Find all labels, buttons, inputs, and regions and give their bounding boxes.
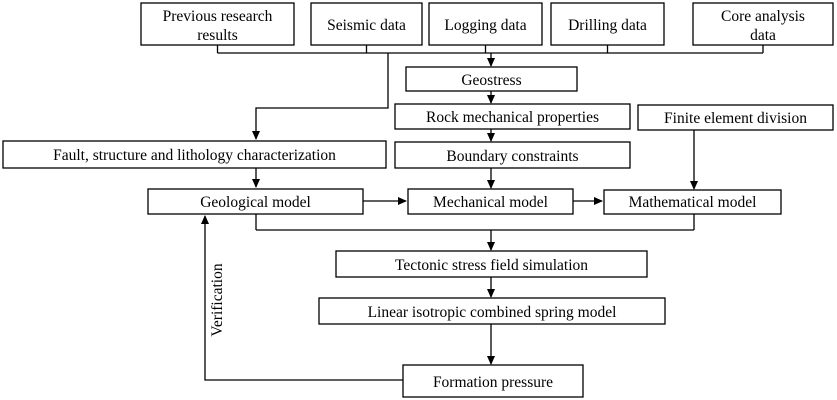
drilling-data-label: Drilling data [568,17,647,34]
tectonic-simulation-label: Tectonic stress field simulation [395,257,588,274]
geological-model-box: Geological model [147,188,364,215]
boundary-constraints-label: Boundary constraints [446,148,578,165]
fault-structure-lithology-box: Fault, structure and lithology character… [2,140,387,169]
geological-model-label: Geological model [200,194,311,211]
top-bus-connector [216,45,764,54]
mechanical-model-label: Mechanical model [433,194,548,211]
mathematical-model-label: Mathematical model [629,194,757,211]
previous-research-line1: Previous research [163,8,273,25]
previous-research-line2: results [197,27,237,44]
bus-to-fault-arrow [252,53,389,140]
previous-research-box: Previous research results [140,2,295,46]
mathematical-model-box: Mathematical model [603,189,782,215]
finite-element-division-box: Finite element division [637,104,834,131]
seismic-data-label: Seismic data [327,17,406,34]
core-analysis-box: Core analysis data [692,2,834,46]
finite-element-label: Finite element division [664,110,807,127]
boundary-constraints-box: Boundary constraints [394,141,631,169]
fault-structure-label: Fault, structure and lithology character… [53,147,336,164]
rock-mechanical-label: Rock mechanical properties [426,109,599,126]
verification-feedback-arrow [201,215,403,381]
mechanical-model-box: Mechanical model [407,188,574,215]
seismic-data-box: Seismic data [310,2,423,46]
models-merge-connector [255,214,695,231]
verification-label: Verification [209,263,226,336]
rock-mechanical-properties-box: Rock mechanical properties [394,103,631,130]
drilling-data-box: Drilling data [550,2,665,46]
core-analysis-line1: Core analysis [721,8,805,25]
logging-data-label: Logging data [444,17,526,34]
tectonic-stress-simulation-box: Tectonic stress field simulation [335,250,648,278]
spring-model-box: Linear isotropic combined spring model [318,297,666,325]
geostress-label: Geostress [461,72,521,89]
geostress-box: Geostress [405,66,578,92]
logging-data-box: Logging data [428,2,543,46]
formation-pressure-box: Formation pressure [402,364,584,398]
spring-model-label: Linear isotropic combined spring model [368,304,617,321]
core-analysis-line2: data [750,27,776,44]
formation-pressure-label: Formation pressure [433,374,553,391]
